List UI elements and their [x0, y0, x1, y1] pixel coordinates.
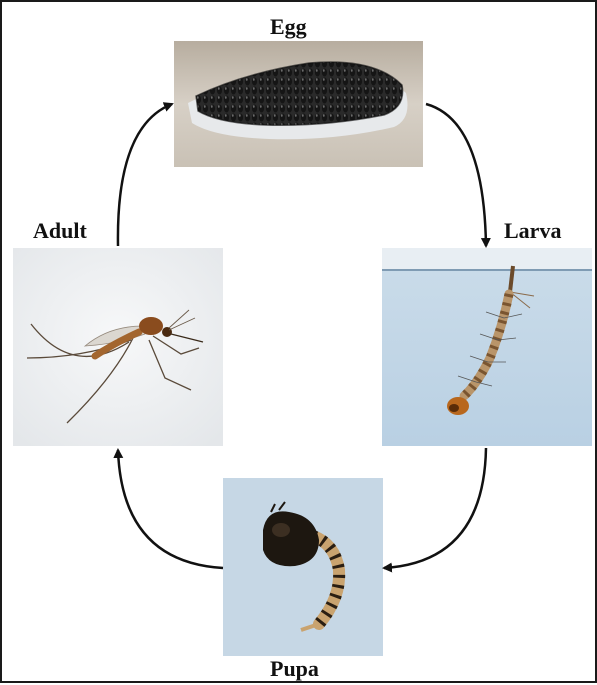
arrow-adult-to-egg [118, 104, 172, 246]
arrow-pupa-to-adult [118, 450, 223, 568]
arrow-egg-to-larva [426, 104, 486, 246]
arrow-larva-to-pupa [384, 448, 486, 568]
